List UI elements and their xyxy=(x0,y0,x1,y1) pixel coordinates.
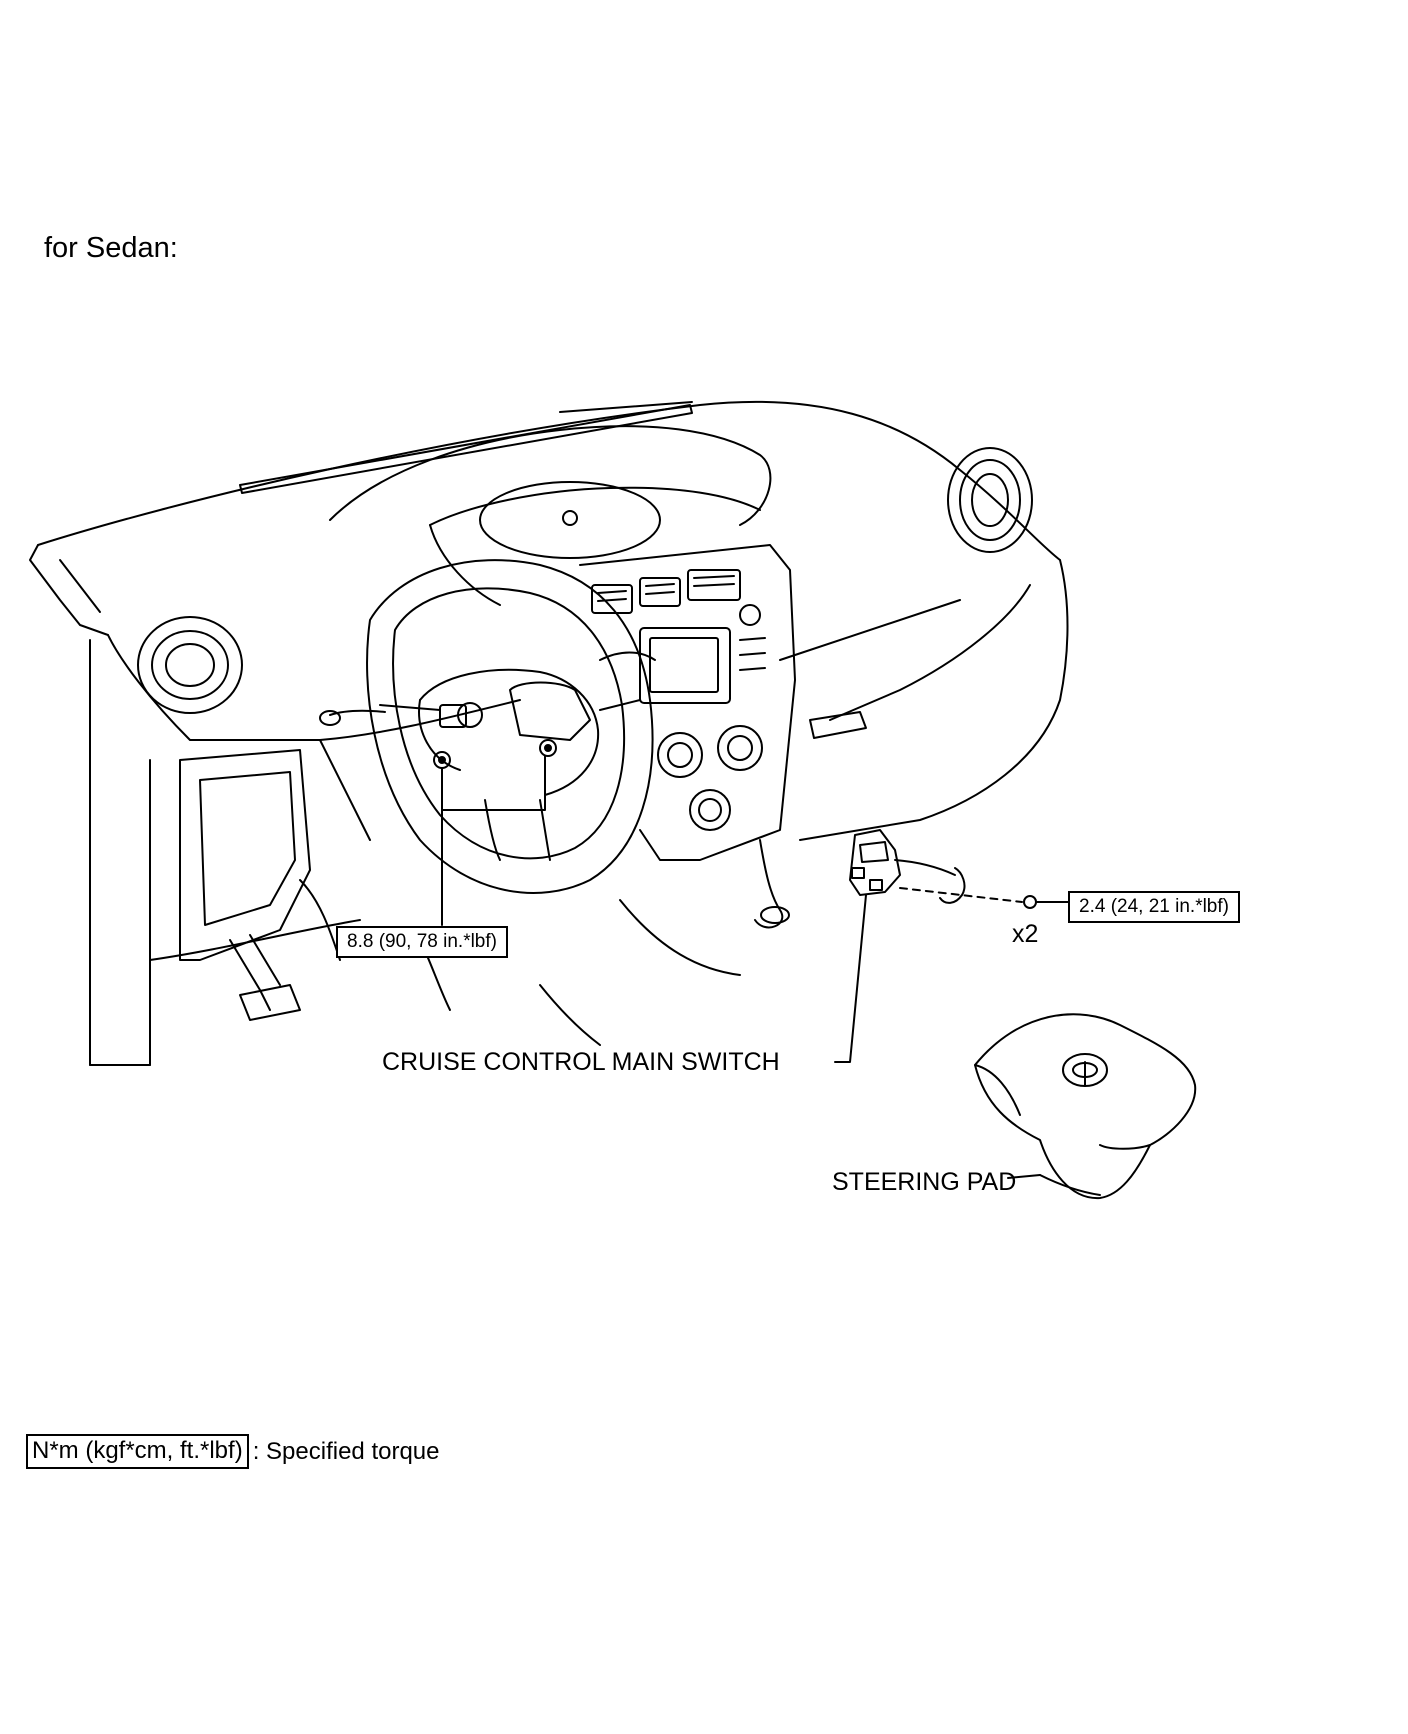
cruise-switch-drawing xyxy=(835,830,1068,1062)
legend-description: : Specified torque xyxy=(252,1437,440,1465)
quantity-label: x2 xyxy=(1012,920,1039,948)
pedals xyxy=(230,935,300,1020)
air-vent-right xyxy=(948,448,1032,552)
dashboard-outline xyxy=(30,402,1068,1065)
cruise-control-switch-label: CRUISE CONTROL MAIN SWITCH xyxy=(382,1048,780,1076)
legend-torque-box: N*m (kgf*cm, ft.*lbf) xyxy=(26,1434,249,1469)
torque-box-switch-screw: 2.4 (24, 21 in.*lbf) xyxy=(1068,891,1240,923)
steering-wheel xyxy=(320,560,655,893)
leader-center-torque xyxy=(442,756,545,925)
torque-box-steering-bolts: 8.8 (90, 78 in.*lbf) xyxy=(336,926,508,958)
steering-pad-drawing xyxy=(975,1014,1195,1198)
diagram-title: for Sedan: xyxy=(44,232,178,264)
steering-pad-label: STEERING PAD xyxy=(832,1168,1017,1196)
instrument-cluster xyxy=(330,426,770,605)
torque-legend: N*m (kgf*cm, ft.*lbf) : Specified torque xyxy=(26,1434,440,1469)
center-stack xyxy=(580,545,795,975)
air-vent-left xyxy=(138,617,242,713)
